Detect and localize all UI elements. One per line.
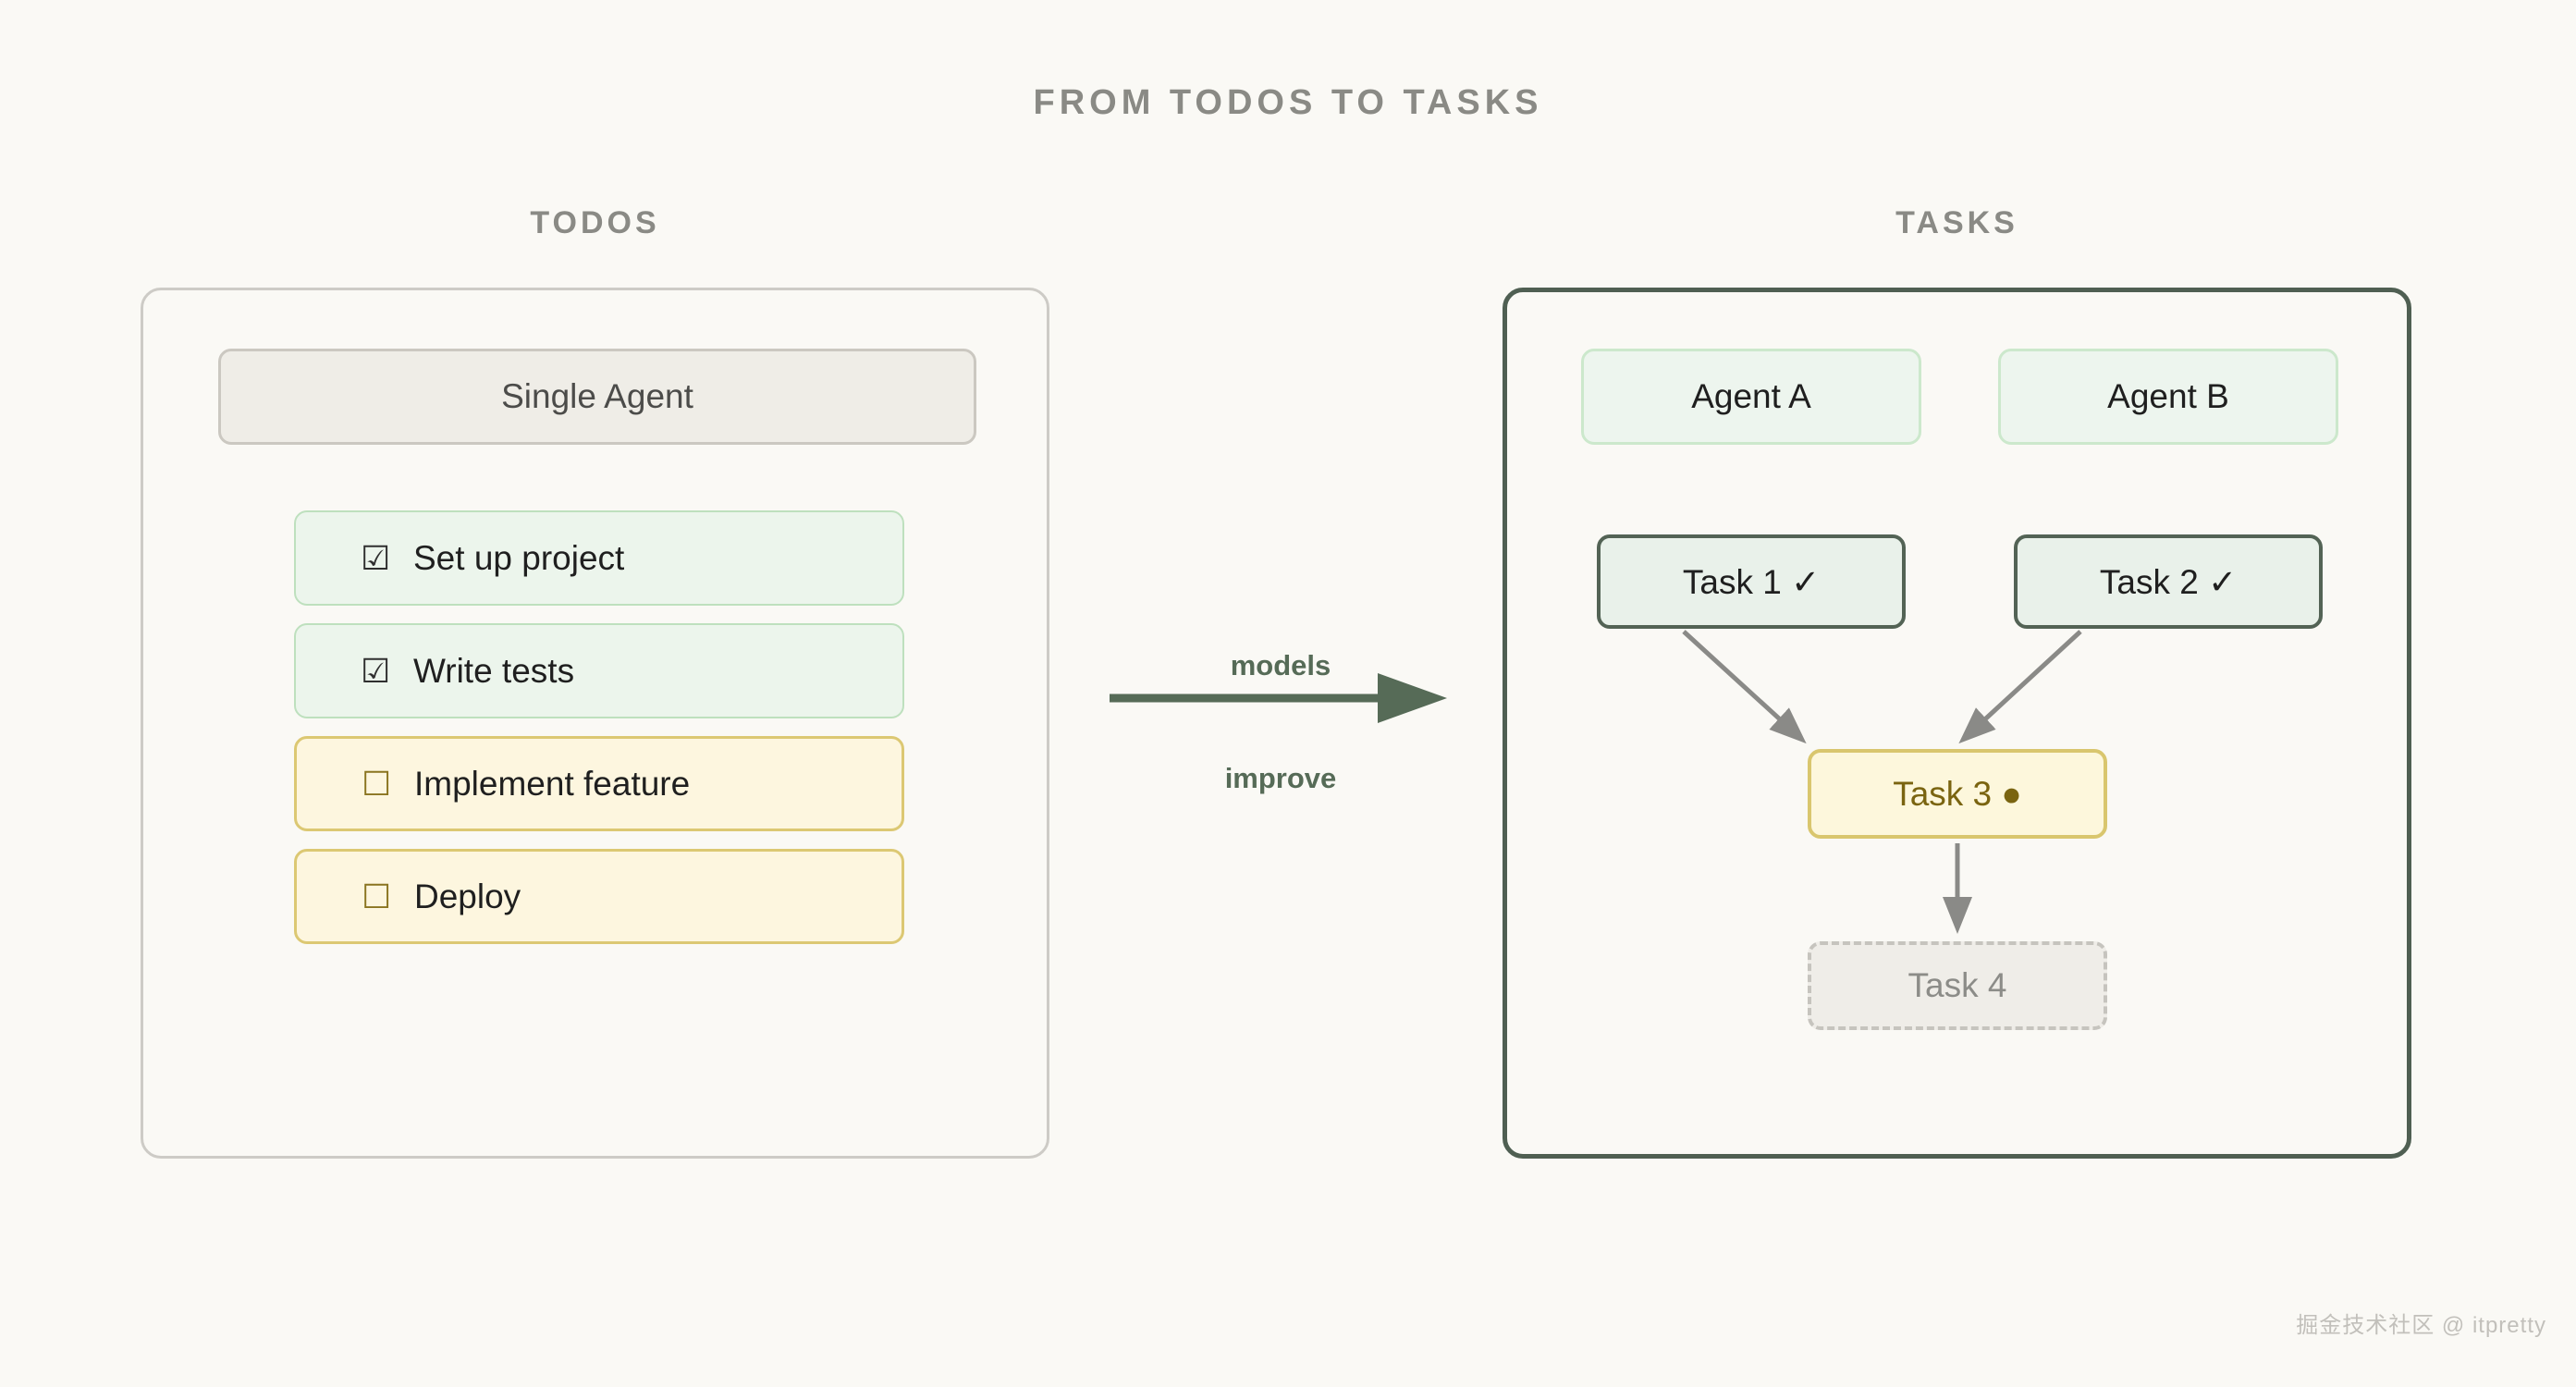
transition-label-improve: improve <box>1224 762 1337 794</box>
checkbox-unchecked-icon[interactable]: ☐ <box>362 764 392 803</box>
page-title: FROM TODOS TO TASKS <box>1033 83 1543 122</box>
checkbox-unchecked-icon[interactable]: ☐ <box>362 877 392 915</box>
checkbox-checked-icon[interactable]: ☑ <box>361 538 391 577</box>
task-2-node[interactable]: Task 2 ✓ <box>2014 534 2323 629</box>
todo-item-label: Set up project <box>413 538 625 577</box>
task-1-label: Task 1 ✓ <box>1682 562 1821 601</box>
checkbox-checked-icon[interactable]: ☑ <box>361 651 391 690</box>
todo-item-label: Deploy <box>414 877 521 915</box>
single-agent-label: Single Agent <box>501 377 693 415</box>
todo-item-write-tests[interactable]: ☑ Write tests <box>294 623 904 718</box>
task-4-node[interactable]: Task 4 <box>1808 941 2107 1030</box>
task-2-label: Task 2 ✓ <box>2099 562 2238 601</box>
transition-label-models: models <box>1230 649 1331 681</box>
todo-item-implement-feature[interactable]: ☐ Implement feature <box>294 736 904 831</box>
transition-arrow-icon <box>1100 638 1461 823</box>
task-3-node[interactable]: Task 3 ● <box>1808 749 2107 839</box>
task-1-node[interactable]: Task 1 ✓ <box>1597 534 1906 629</box>
agent-b-node[interactable]: Agent B <box>1998 349 2338 445</box>
todo-item-set-up-project[interactable]: ☑ Set up project <box>294 510 904 606</box>
todo-item-deploy[interactable]: ☐ Deploy <box>294 849 904 944</box>
todo-item-label: Write tests <box>413 651 575 690</box>
tasks-heading: TASKS <box>1895 205 2018 240</box>
single-agent-box[interactable]: Single Agent <box>218 349 976 445</box>
task-4-label: Task 4 <box>1907 966 2007 1004</box>
agent-b-label: Agent B <box>2107 377 2229 415</box>
todos-panel <box>141 288 1049 1159</box>
agent-a-label: Agent A <box>1691 377 1811 415</box>
task-3-label: Task 3 ● <box>1893 774 2022 813</box>
todo-item-label: Implement feature <box>414 764 691 803</box>
todos-heading: TODOS <box>530 205 660 240</box>
watermark: 掘金技术社区 @ itpretty <box>2296 1313 2546 1338</box>
agent-a-node[interactable]: Agent A <box>1581 349 1921 445</box>
tasks-panel <box>1503 288 2411 1159</box>
